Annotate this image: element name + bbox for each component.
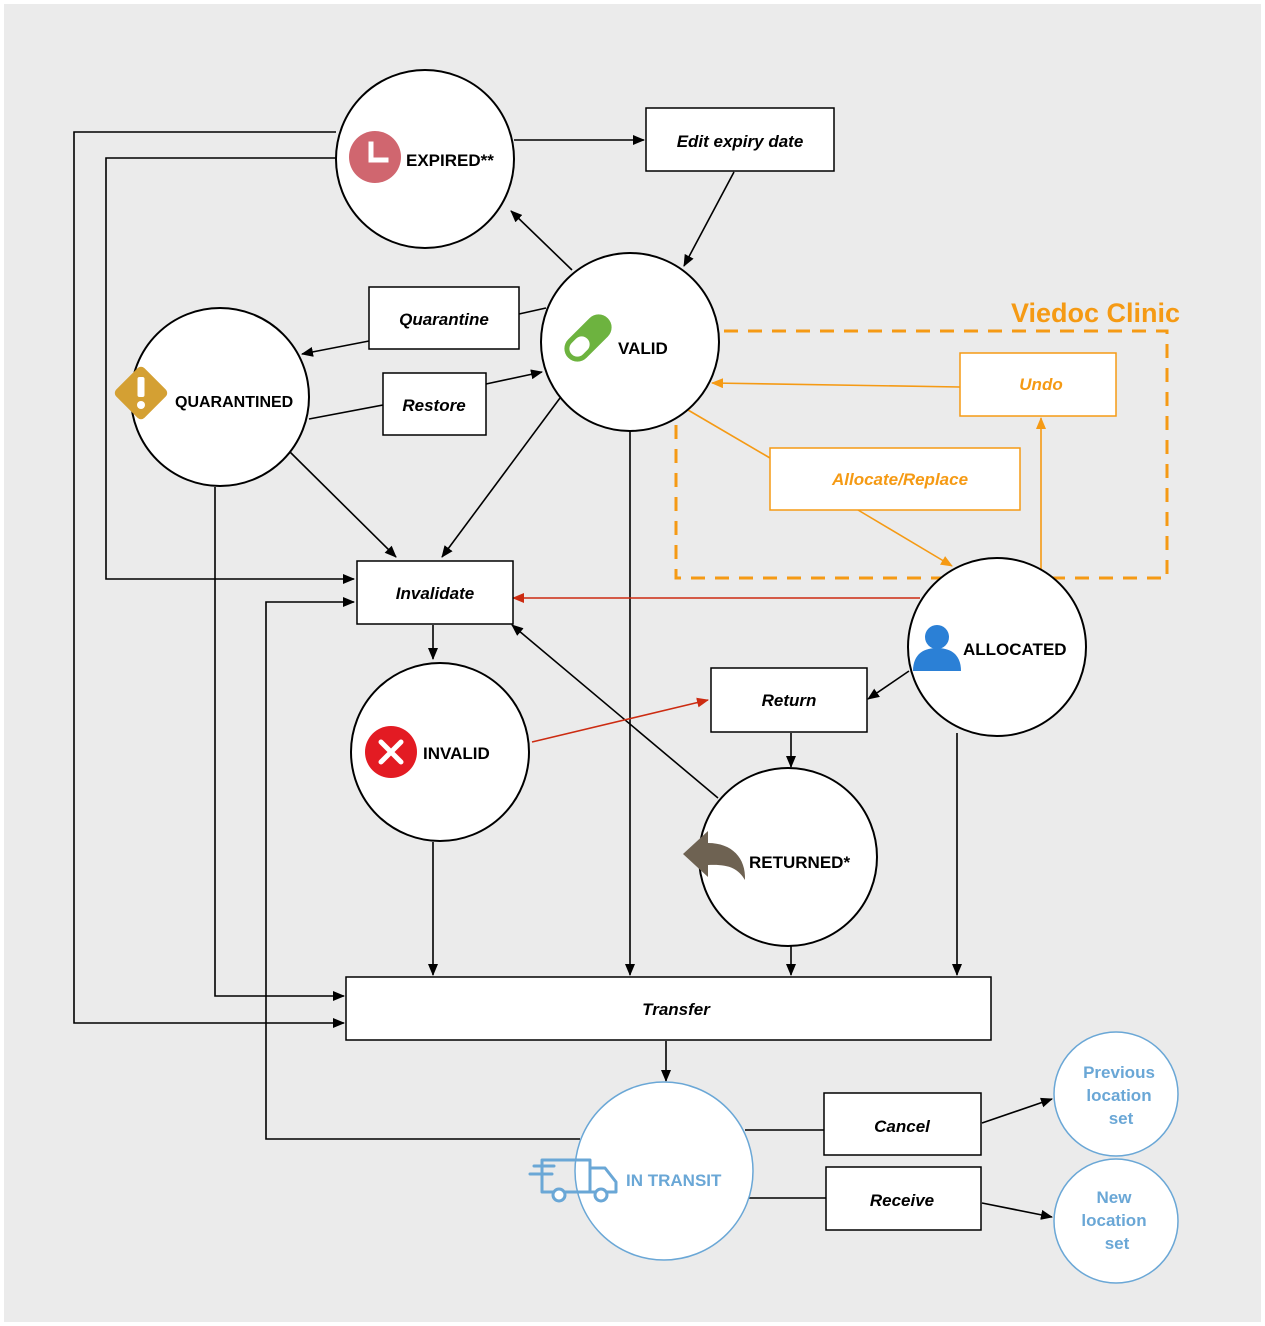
edge-quarantined-to-invalidate xyxy=(289,451,397,558)
undo-box xyxy=(959,352,1117,417)
previous-location-line2: location xyxy=(1086,1086,1151,1105)
transfer-box xyxy=(345,976,992,1041)
clinic-title: Viedoc Clinic xyxy=(1011,298,1180,328)
allocate-replace-label: Allocate/Replace xyxy=(831,470,968,489)
quarantined-label: QUARANTINED xyxy=(175,394,293,411)
new-location-line1: New xyxy=(1097,1188,1133,1207)
clinic-region xyxy=(674,329,1169,580)
edit-expiry-date-label: Edit expiry date xyxy=(677,132,804,151)
allocated-label: ALLOCATED xyxy=(963,640,1067,659)
edge-valid-to-invalidate xyxy=(441,397,561,558)
edge-receive-to-new-location xyxy=(981,1202,1053,1220)
receive-box xyxy=(825,1166,982,1231)
previous-location-line3: set xyxy=(1109,1109,1134,1128)
invalidate-box xyxy=(356,560,514,625)
previous-location-state xyxy=(1053,1031,1179,1157)
return-box xyxy=(710,667,868,733)
edge-valid-to-allocate xyxy=(687,409,771,459)
edge-cancel-to-previous-location xyxy=(981,1097,1053,1124)
x-circle-icon xyxy=(365,726,417,778)
edge-returned-to-invalidate xyxy=(511,624,719,799)
clock-icon xyxy=(349,131,401,183)
edge-allocated-to-return xyxy=(867,670,910,700)
undo-label: Undo xyxy=(1019,375,1062,394)
restore-label: Restore xyxy=(402,396,465,415)
expired-label: EXPIRED** xyxy=(406,151,494,170)
invalidate-label: Invalidate xyxy=(396,584,474,603)
edge-valid-to-expired xyxy=(510,210,573,271)
new-location-line3: set xyxy=(1105,1234,1130,1253)
valid-label: VALID xyxy=(618,339,668,358)
returned-label: RETURNED* xyxy=(749,853,850,872)
return-label: Return xyxy=(762,691,817,710)
person-icon xyxy=(913,625,961,671)
cancel-box xyxy=(823,1092,982,1156)
pill-icon xyxy=(564,314,612,362)
warning-diamond-icon xyxy=(114,366,168,420)
in-transit-label: IN TRANSIT xyxy=(626,1171,722,1190)
edge-restore-to-valid xyxy=(485,369,543,385)
edge-valid-to-quarantine xyxy=(518,307,547,315)
undo-arrow-icon xyxy=(683,831,746,880)
previous-location-line1: Previous xyxy=(1083,1063,1155,1082)
expired-state xyxy=(335,69,515,249)
new-location-state xyxy=(1053,1158,1179,1284)
valid-state xyxy=(540,252,720,432)
receive-label: Receive xyxy=(870,1191,934,1210)
edge-expired-to-transfer xyxy=(73,131,345,1028)
edge-expired-to-invalidate xyxy=(105,157,355,584)
edge-quarantined-to-restore xyxy=(308,404,384,420)
edge-edit-expiry-to-valid xyxy=(683,171,735,267)
edge-invalid-to-return xyxy=(531,697,709,743)
quarantine-box xyxy=(368,286,520,350)
in-transit-state xyxy=(574,1081,754,1261)
new-location-line2: location xyxy=(1081,1211,1146,1230)
restore-box xyxy=(382,372,487,436)
edge-quarantined-to-transfer xyxy=(214,487,345,1001)
edge-quarantine-to-quarantined xyxy=(301,340,370,357)
edge-allocate-to-allocated xyxy=(857,509,953,567)
transfer-label: Transfer xyxy=(642,1000,711,1019)
allocated-state xyxy=(907,557,1087,737)
quarantine-label: Quarantine xyxy=(399,310,489,329)
edge-in-transit-to-invalidate xyxy=(265,597,580,1140)
invalid-state xyxy=(350,662,530,842)
edge-undo-to-valid xyxy=(711,378,961,389)
cancel-label: Cancel xyxy=(874,1117,931,1136)
invalid-label: INVALID xyxy=(423,744,490,763)
delivery-truck-icon xyxy=(528,1158,618,1203)
allocate-replace-box xyxy=(769,447,1021,511)
edit-expiry-date-box xyxy=(645,107,835,172)
